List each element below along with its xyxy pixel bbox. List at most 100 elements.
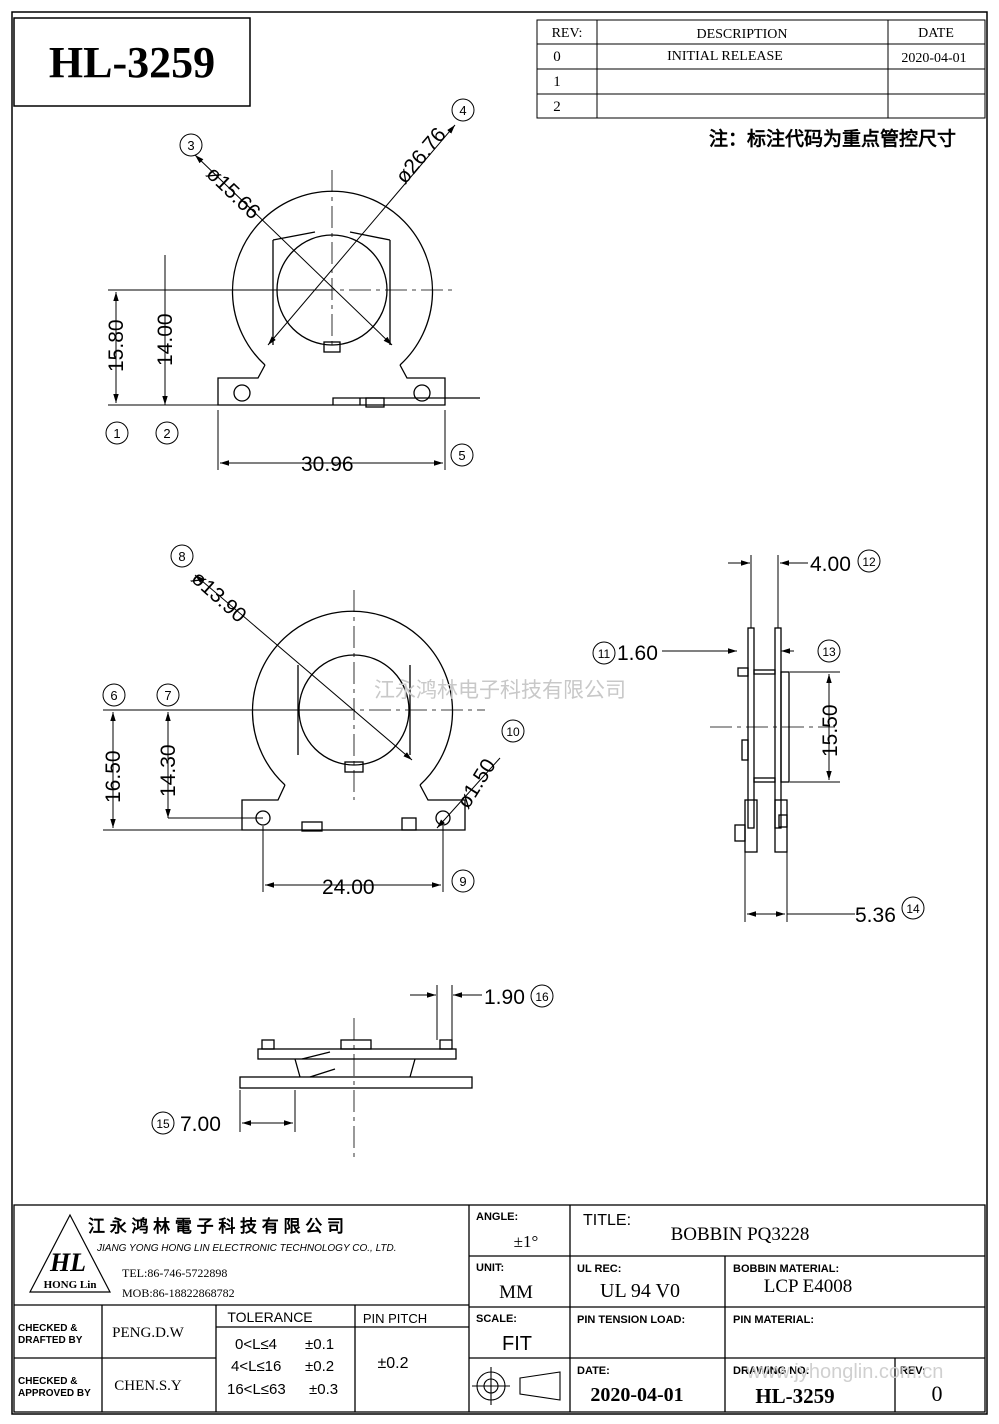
approver-name: CHEN.S.Y	[114, 1378, 182, 1394]
company-name-cn: 江 永 鸿 林 電 子 科 技 有 限 公 司	[88, 1216, 344, 1236]
dim-5-36: 5.36	[855, 904, 896, 927]
dim-30-96: 30.96	[301, 453, 354, 476]
marker-4: 4	[459, 103, 466, 118]
tolerance-range-1: 0<L≤4	[235, 1336, 277, 1353]
unit-value: MM	[499, 1282, 533, 1303]
company-tel: TEL:86-746-5722898	[122, 1266, 227, 1280]
rev-row-0: 0	[553, 49, 561, 65]
view-side-dims	[662, 555, 855, 922]
rev-header: REV:	[552, 26, 583, 41]
marker-7: 7	[164, 688, 171, 703]
drawing-no-value: HL-3259	[755, 1384, 834, 1408]
view-side	[710, 627, 835, 853]
marker-12: 12	[862, 555, 876, 569]
view-front-top-dims	[108, 124, 456, 470]
marker-14: 14	[906, 902, 920, 916]
company-name-en: JIANG YONG HONG LIN ELECTRONIC TECHNOLOG…	[96, 1243, 397, 1254]
markers-view-4	[151, 984, 554, 1135]
drafter-name: PENG.D.W	[112, 1325, 185, 1341]
markers-view-2	[102, 544, 525, 893]
pin-pitch-value: ±0.2	[377, 1355, 408, 1372]
marker-11: 11	[598, 647, 611, 661]
checked-approved-label: CHECKED &APPROVED BY	[18, 1376, 91, 1399]
rev-label: REV:	[900, 1365, 926, 1377]
marker-1: 1	[113, 426, 120, 441]
tolerance-value-2: ±0.2	[305, 1358, 334, 1375]
markers-view-1	[105, 98, 475, 467]
tolerance-label: TOLERANCE	[227, 1309, 312, 1325]
title-value: BOBBIN PQ3228	[671, 1224, 810, 1245]
pin-material-label: PIN MATERIAL:	[733, 1314, 814, 1326]
dim-1-90: 1.90	[484, 986, 525, 1009]
revision-table	[536, 19, 986, 119]
part-number: HL-3259	[49, 38, 215, 87]
pin-tension-label: PIN TENSION LOAD:	[577, 1314, 685, 1326]
drawing-no-label: DRAWING NO:	[733, 1365, 809, 1377]
angle-value: ±1°	[514, 1232, 539, 1251]
date-value: 2020-04-01	[590, 1384, 683, 1406]
marker-3: 3	[187, 138, 194, 153]
scale-value: FIT	[502, 1333, 532, 1355]
marker-9: 9	[459, 874, 466, 889]
dim-24-00: 24.00	[322, 876, 375, 899]
marker-13: 13	[822, 645, 836, 659]
checked-drafted-label: CHECKED &DRAFTED BY	[18, 1323, 83, 1346]
dim-15-50: 15.50	[819, 704, 842, 757]
rev-row-1: 1	[553, 74, 561, 90]
ul-label: UL REC:	[577, 1263, 621, 1275]
marker-8: 8	[178, 549, 185, 564]
logo-subtext: HONG Lin	[44, 1279, 97, 1291]
description-header: DESCRIPTION	[696, 27, 787, 42]
tolerance-value-3: ±0.3	[309, 1381, 338, 1398]
dim-1-60: 1.60	[617, 642, 658, 665]
dim-15-80: 15.80	[105, 319, 128, 372]
dim-d15-66: ø15.66	[202, 162, 265, 224]
material-label: BOBBIN MATERIAL:	[733, 1263, 839, 1275]
tolerance-value-1: ±0.1	[305, 1336, 334, 1353]
dim-d26-76: ø26.76	[391, 123, 451, 188]
part-number-box	[13, 17, 251, 107]
ul-value: UL 94 V0	[600, 1280, 680, 1302]
dim-14-00: 14.00	[154, 313, 177, 366]
marker-2: 2	[163, 426, 170, 441]
view-bottom	[239, 1018, 473, 1160]
url-watermark: www.jyhonglin.com.cn	[746, 1361, 944, 1383]
dim-7-00: 7.00	[180, 1113, 221, 1136]
rev-row-0-date: 2020-04-01	[901, 51, 966, 66]
dim-d13-90: ø13.90	[187, 567, 251, 628]
marker-10: 10	[506, 725, 520, 739]
marker-16: 16	[535, 990, 549, 1004]
company-mob: MOB:86-18822868782	[122, 1286, 235, 1300]
company-logo	[29, 1213, 111, 1293]
tolerance-range-2: 4<L≤16	[231, 1358, 281, 1375]
pin-pitch-label: PIN PITCH	[363, 1311, 427, 1326]
dim-14-30: 14.30	[157, 744, 180, 797]
date-label: DATE:	[577, 1365, 610, 1377]
dim-4-00: 4.00	[810, 553, 851, 576]
view-bottom-dims	[239, 985, 482, 1132]
control-note: 注：标注代码为重点管控尺寸	[709, 127, 956, 150]
rev-row-2: 2	[553, 99, 561, 115]
material-value: LCP E4008	[764, 1276, 853, 1297]
projection-symbol	[472, 1367, 561, 1405]
tolerance-range-3: 16<L≤63	[227, 1381, 286, 1398]
angle-label: ANGLE:	[476, 1211, 518, 1223]
date-header: DATE	[918, 26, 954, 41]
dim-d1-50: ø1.50	[453, 755, 501, 813]
rev-row-0-desc: INITIAL RELEASE	[667, 49, 783, 64]
title-block-grid	[13, 1204, 986, 1413]
unit-label: UNIT:	[476, 1262, 504, 1274]
logo-text: HL	[49, 1248, 86, 1277]
markers-view-3	[592, 549, 925, 920]
scale-label: SCALE:	[476, 1313, 517, 1325]
dim-16-50: 16.50	[102, 750, 125, 803]
marker-15: 15	[156, 1117, 170, 1131]
view-rear-dims	[103, 574, 501, 892]
company-watermark: 江永鸿林电子科技有限公司	[374, 679, 626, 702]
title-label: TITLE:	[583, 1212, 631, 1229]
marker-5: 5	[458, 448, 465, 463]
marker-6: 6	[110, 688, 117, 703]
rev-value: 0	[932, 1381, 943, 1406]
sheet-border	[11, 11, 988, 1415]
